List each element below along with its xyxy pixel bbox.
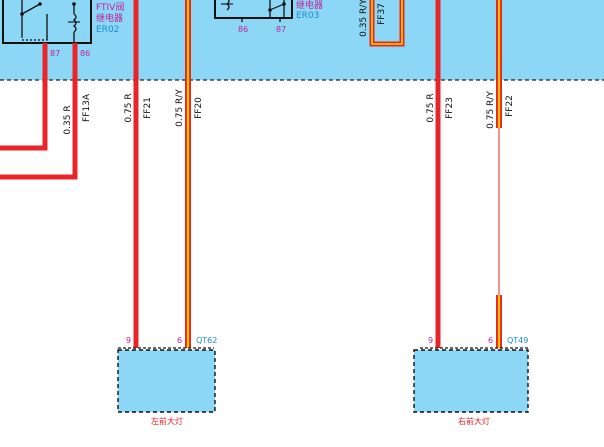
relay-er02-code: ER02 [96,25,119,35]
wire-ff13a-red-87 [0,43,48,151]
connector-qt62 [117,347,216,413]
wire-86-red [0,43,78,180]
connector-qt49 [413,347,529,413]
wire-label-circuit-0: FF13A [82,93,92,122]
wire-label-spec-4: 0.75 R [426,93,436,122]
connector-qt62-pin-9: 9 [126,336,131,345]
relay-er03-pin-86: 86 [238,25,248,34]
relay-er03-name-line2: 继电器 [296,0,323,11]
relay-er02-name-line2: 继电器 [96,12,123,24]
relay-er02-pin-86: 86 [80,49,90,58]
relay-er03-pin-87: 87 [276,25,286,34]
relay-er03 [214,0,293,22]
wire-label-circuit-2: FF20 [194,97,204,119]
connector-qt49-pin-9: 9 [428,336,433,345]
wire-label-spec-2: 0.75 R/Y [175,89,185,127]
wire-label-spec-1: 0.75 R [124,93,134,122]
wire-label-spec-5: 0.75 R/Y [486,91,496,129]
wire-label-spec-0: 0.35 R [63,105,73,134]
connector-qt49-pin-6: 6 [488,336,493,345]
wire-ff37-yellow-stripe [371,0,403,45]
relay-er02-pin-87: 87 [50,49,60,58]
connector-qt49-id: QT49 [507,336,528,345]
wire-label-spec-3: 0.35 R/Y [359,0,369,37]
wire-label-circuit-5: FF22 [505,95,515,117]
relay-box-panel [0,0,604,80]
wire-label-circuit-3: FF37 [377,3,387,25]
relay-er02-name-line1: FTIV阀 [96,2,124,13]
connector-qt62-pin-6: 6 [177,336,182,345]
relay-er03-code: ER03 [296,11,319,21]
wire-label-circuit-4: FF23 [445,97,455,119]
connector-qt62-id: QT62 [196,336,217,345]
connector-qt62-label: 左前大灯 [151,416,183,426]
wire-label-circuit-1: FF21 [143,97,153,119]
connector-qt49-label: 右前大灯 [458,416,490,426]
